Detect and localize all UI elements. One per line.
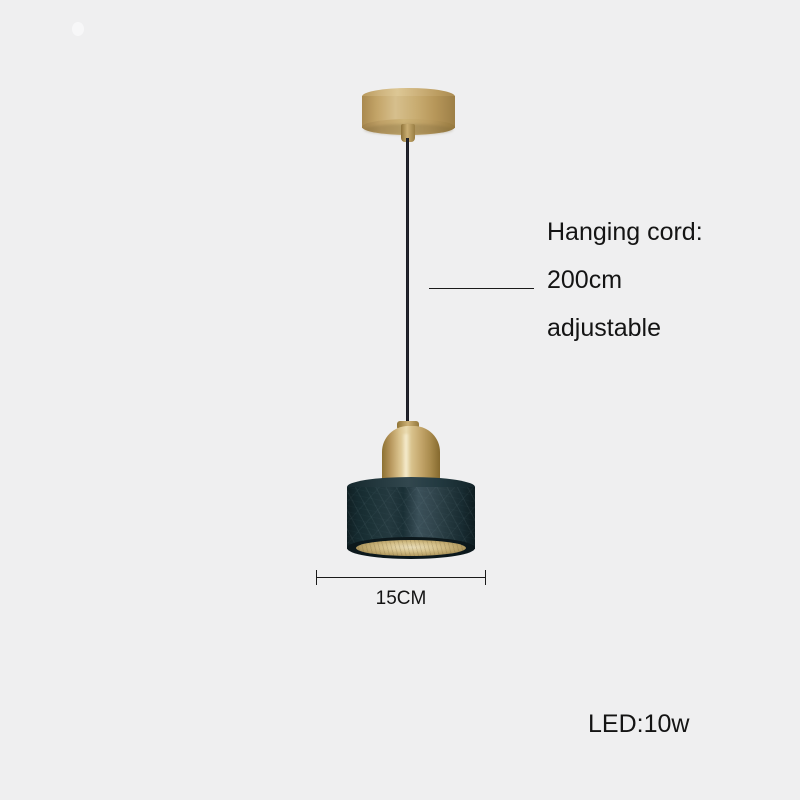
width-dimension-line — [316, 577, 486, 578]
shade-inner-reflector — [356, 540, 466, 556]
width-dimension-tick-right — [485, 570, 486, 585]
width-dimension-label: 15CM — [375, 588, 427, 609]
cord-annotation: Hanging cord: 200cm adjustable — [547, 208, 777, 352]
socket-highlight — [402, 434, 410, 482]
cord-leader-line — [429, 288, 534, 289]
cord-annotation-line2: 200cm — [547, 266, 623, 294]
socket-collar — [397, 421, 419, 430]
socket-body — [382, 426, 440, 484]
background-speck — [72, 22, 84, 36]
hanging-cord — [406, 138, 409, 426]
canopy-cord-grip — [401, 124, 415, 142]
shade-inner-texture — [356, 540, 466, 556]
cord-annotation-line1: Hanging cord: — [547, 218, 703, 246]
led-wattage-label: LED:10w — [588, 710, 690, 738]
cord-annotation-line3: adjustable — [547, 314, 661, 342]
